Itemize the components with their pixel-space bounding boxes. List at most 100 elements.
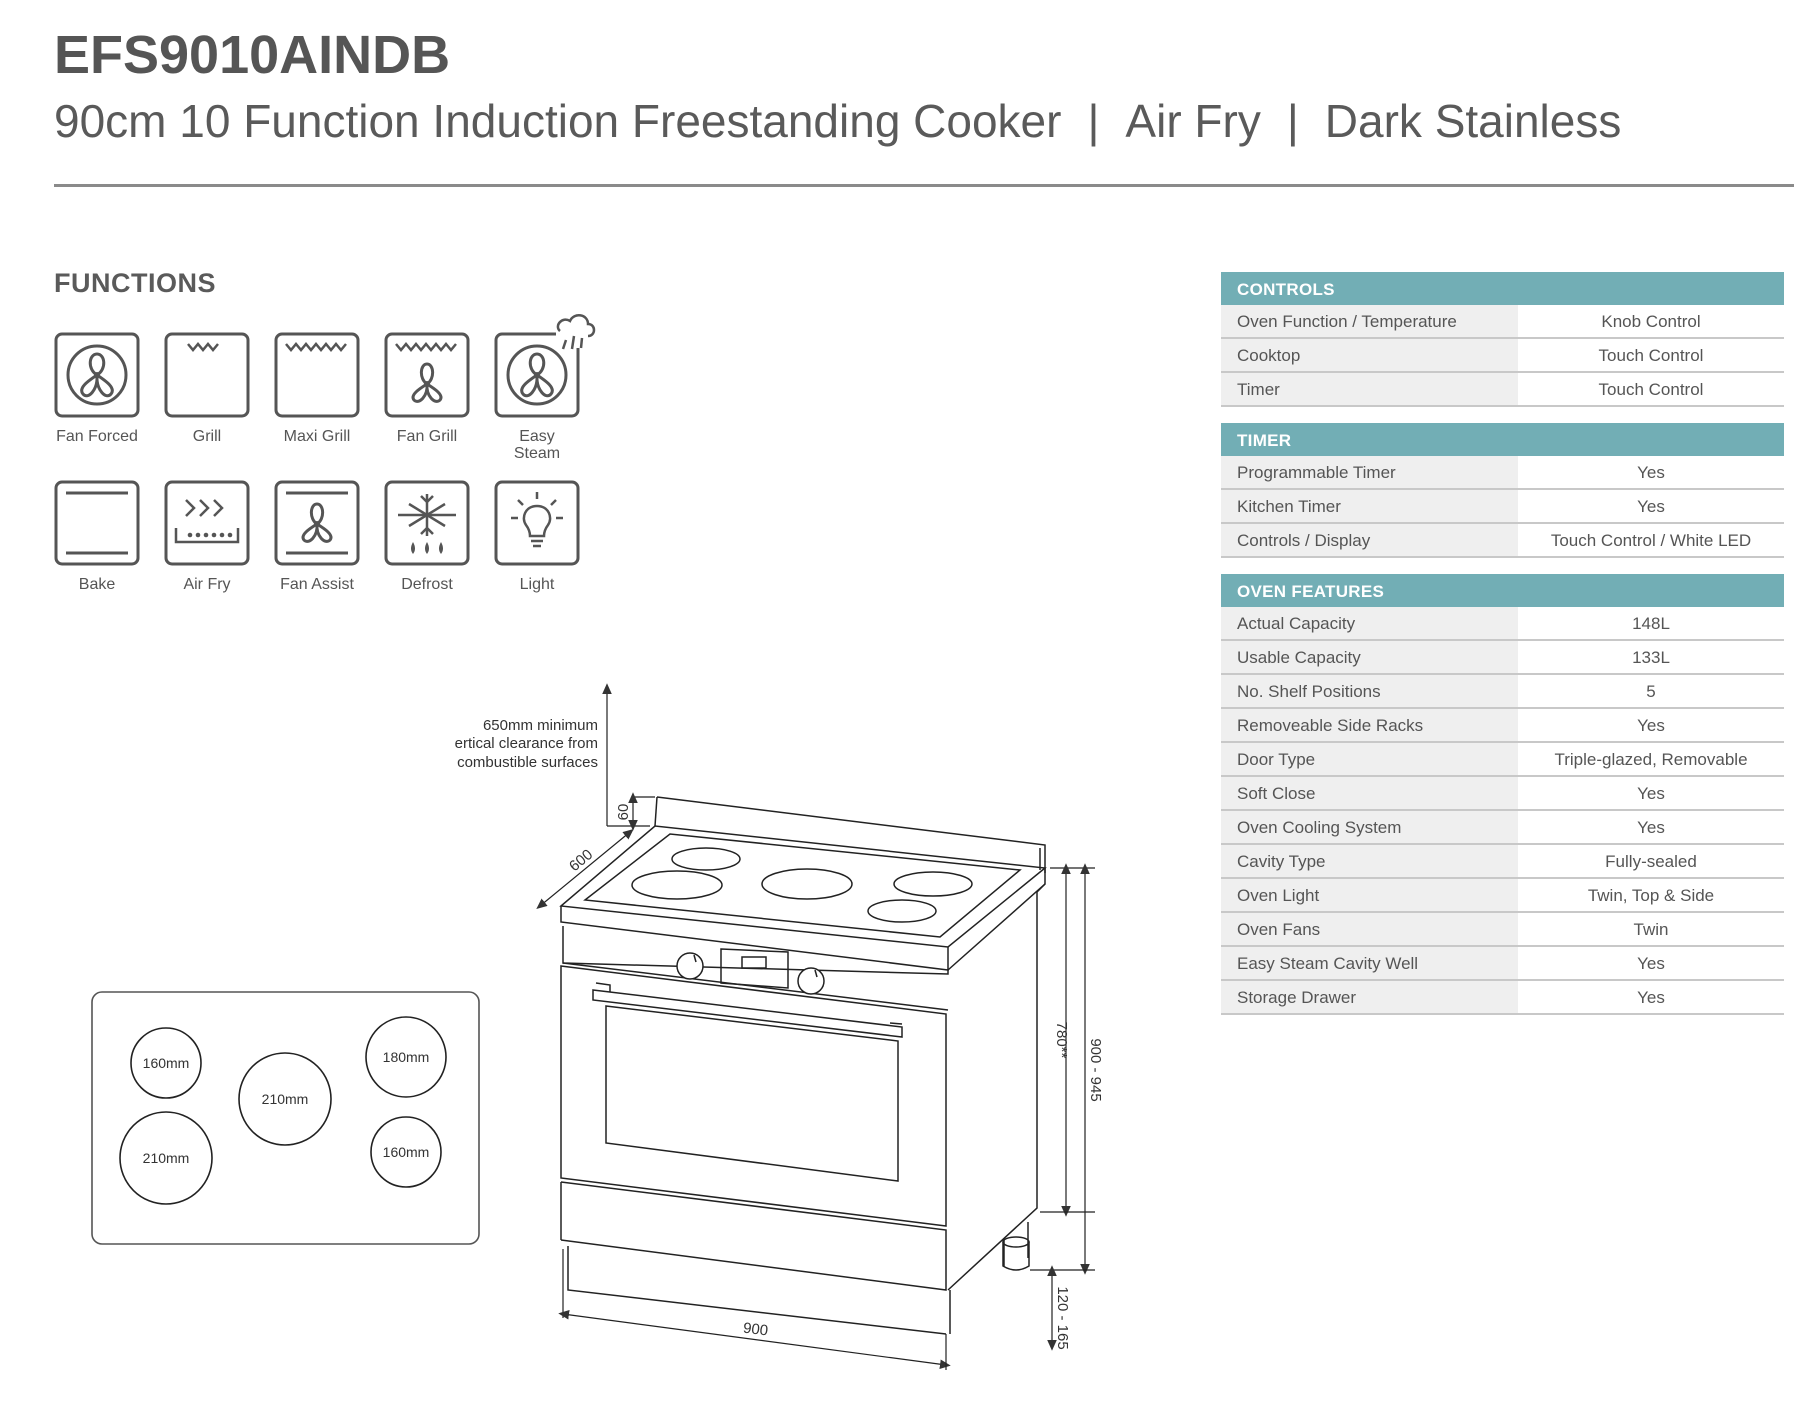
spec-value: Touch Control / White LED: [1550, 531, 1752, 550]
spec-row: Oven Cooling System Yes: [1221, 811, 1784, 845]
zone-label: 180mm: [383, 1049, 430, 1065]
zone-center: [238, 1052, 332, 1146]
grill-icon: [164, 332, 250, 418]
spec-key: No. Shelf Positions: [1221, 675, 1518, 707]
spec-value: 133L: [1632, 648, 1670, 667]
maxi-grill-icon: [274, 332, 360, 418]
spec-value: Yes: [1637, 716, 1665, 735]
spec-value: 148L: [1632, 614, 1670, 633]
spec-key: Removeable Side Racks: [1221, 709, 1518, 741]
spec-value: Knob Control: [1601, 312, 1701, 331]
spec-section-header: TIMER: [1221, 423, 1784, 456]
zone-top-right: [365, 1016, 447, 1098]
spec-section-header: CONTROLS: [1221, 272, 1784, 305]
backguard-label: 60: [615, 804, 632, 821]
clearance-note-line3: combustible surfaces: [457, 754, 598, 771]
subtitle-separator: |: [1087, 95, 1100, 147]
spec-key: Door Type: [1221, 743, 1518, 775]
spec-value: Fully-sealed: [1605, 852, 1697, 871]
easy-steam-icon: [494, 314, 596, 418]
spec-row: No. Shelf Positions 5: [1221, 675, 1784, 709]
spec-key: Storage Drawer: [1221, 981, 1518, 1013]
depth-dimension: [536, 828, 634, 910]
function-fan-grill: Fan Grill: [372, 332, 482, 445]
spec-key: Soft Close: [1221, 777, 1518, 809]
spec-row: Oven Fans Twin: [1221, 913, 1784, 947]
function-fan-assist: Fan Assist: [262, 480, 372, 593]
fan-grill-icon: [384, 332, 470, 418]
spec-value: Yes: [1637, 988, 1665, 1007]
function-label: Grill: [192, 428, 222, 445]
spec-key: Oven Function / Temperature: [1221, 305, 1518, 337]
spec-key: Oven Fans: [1221, 913, 1518, 945]
light-icon: [494, 480, 580, 566]
burner: [671, 847, 741, 871]
burner: [867, 899, 937, 923]
zone-bottom-right: [370, 1116, 442, 1188]
defrost-icon: [384, 480, 470, 566]
functions-heading: FUNCTIONS: [54, 268, 216, 298]
function-light: Light: [482, 480, 592, 593]
spec-value: Yes: [1637, 818, 1665, 837]
subtitle-product-type: 90cm 10 Function Induction Freestanding …: [54, 95, 1062, 147]
spec-row: Actual Capacity 148L: [1221, 607, 1784, 641]
cooktop-layout: 160mm 210mm 180mm 210mm 160mm: [91, 991, 480, 1245]
zone-label: 210mm: [143, 1150, 190, 1166]
depth-label: 600: [566, 846, 596, 875]
spec-key: Timer: [1221, 373, 1518, 405]
spec-section-controls: CONTROLS Oven Function / Temperature Knob…: [1221, 272, 1784, 407]
zone-top-left: [130, 1027, 202, 1099]
spec-value: Twin: [1633, 920, 1669, 939]
zone-label: 160mm: [143, 1055, 190, 1071]
spec-value: Triple-glazed, Removable: [1554, 750, 1748, 769]
dimension-lines: [536, 683, 1095, 1370]
function-label: Fan Grill: [396, 428, 458, 445]
air-fry-icon: [164, 480, 250, 566]
spec-key: Kitchen Timer: [1221, 490, 1518, 522]
width-label: 900: [742, 1320, 769, 1340]
function-label: Light: [519, 576, 555, 593]
spec-table: CONTROLS Oven Function / Temperature Knob…: [1221, 272, 1784, 1031]
subtitle-finish: Dark Stainless: [1324, 95, 1622, 147]
function-label: Maxi Grill: [283, 428, 351, 445]
function-label: Air Fry: [183, 576, 231, 593]
burner: [631, 870, 723, 900]
spec-row: Oven Function / Temperature Knob Control: [1221, 305, 1784, 339]
plinth-label: 120 - 165: [1054, 1286, 1071, 1349]
subtitle-feature: Air Fry: [1125, 95, 1261, 147]
spec-key: Actual Capacity: [1221, 607, 1518, 639]
clearance-note-line1: 650mm minimum: [483, 717, 598, 734]
spec-value: 5: [1646, 682, 1656, 701]
spec-value: Twin, Top & Side: [1587, 886, 1715, 905]
burner: [761, 868, 853, 900]
spec-key: Programmable Timer: [1221, 456, 1518, 488]
cooktop-outline: [91, 991, 480, 1245]
spec-key: Oven Cooling System: [1221, 811, 1518, 843]
function-label: Defrost: [401, 576, 453, 593]
function-defrost: Defrost: [372, 480, 482, 593]
spec-row: Removeable Side Racks Yes: [1221, 709, 1784, 743]
cooktop-height-label: 780**: [1053, 1022, 1070, 1059]
function-label: Fan Assist: [280, 576, 354, 593]
function-label: Bake: [78, 576, 116, 593]
function-air-fry: Air Fry: [152, 480, 262, 593]
function-maxi-grill: Maxi Grill: [262, 332, 372, 445]
model-number: EFS9010AINDB: [54, 25, 451, 85]
clearance-note-line2: ertical clearance from: [455, 735, 598, 752]
function-label: Fan Forced: [56, 428, 138, 445]
spec-value: Touch Control: [1598, 346, 1704, 365]
function-grill: Grill: [152, 332, 262, 445]
function-bake: Bake: [42, 480, 152, 593]
overall-height-label: 900 - 945: [1087, 1038, 1104, 1101]
